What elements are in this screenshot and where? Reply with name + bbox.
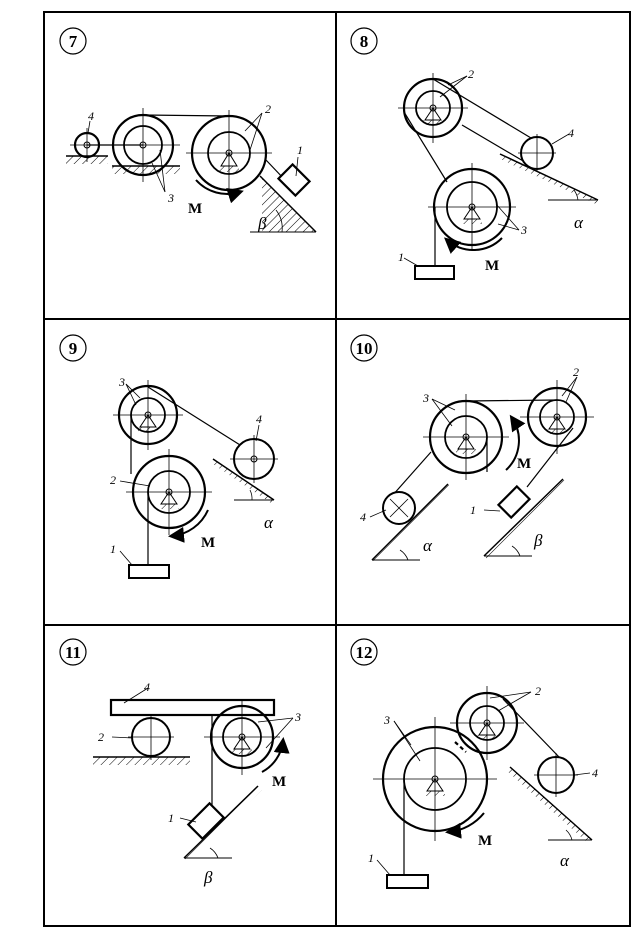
label-1: 1 [168, 811, 174, 825]
panel-7: 7 [59, 27, 317, 233]
label-2: 2 [265, 102, 271, 116]
moment-label: M [272, 774, 286, 790]
label-2: 2 [468, 67, 474, 81]
moment-arrow [168, 509, 209, 543]
label-2: 2 [535, 684, 541, 698]
angle-label: α [264, 513, 274, 532]
label-2: 2 [573, 365, 579, 379]
moment-arrow [195, 179, 244, 204]
moment-arrow [505, 414, 526, 471]
label-4: 4 [144, 680, 150, 694]
panel-number: 12 [356, 643, 373, 662]
block-1 [186, 801, 226, 841]
plank-4 [109, 698, 276, 717]
panel-9: 9 [59, 334, 278, 579]
panel-10: 10 [350, 334, 594, 564]
label-4: 4 [592, 766, 598, 780]
moment-label: M [485, 258, 499, 274]
panel-11: 11 [59, 638, 301, 887]
block-1 [276, 162, 312, 198]
label-3: 3 [167, 191, 174, 205]
panel-number: 9 [69, 339, 78, 358]
angle-label: α [560, 851, 570, 870]
block-1 [128, 564, 170, 579]
grid-frame [43, 11, 631, 927]
panel-number-circle [59, 27, 87, 55]
moment-label: M [201, 535, 215, 551]
angle-label-alpha: α [423, 536, 433, 555]
label-4: 4 [88, 109, 94, 123]
angle-label: β [203, 868, 213, 887]
angle-label-beta: β [533, 531, 543, 550]
label-1: 1 [470, 503, 476, 517]
block-1 [386, 874, 429, 889]
label-4: 4 [568, 126, 574, 140]
label-2: 2 [98, 730, 104, 744]
label-2: 2 [110, 473, 116, 487]
moment-label: M [188, 201, 202, 217]
label-1: 1 [297, 143, 303, 157]
moment-arrow [261, 737, 290, 773]
moment-arrow [443, 237, 503, 254]
angle-label: β [257, 214, 267, 233]
panel-12: 12 [350, 638, 598, 889]
label-1: 1 [398, 250, 404, 264]
panel-number: 10 [356, 339, 373, 358]
angle-label: α [574, 213, 584, 232]
moment-label: M [517, 456, 531, 472]
panel-number: 8 [360, 32, 369, 51]
label-3: 3 [520, 223, 527, 237]
label-1: 1 [368, 851, 374, 865]
label-3: 3 [118, 375, 125, 389]
label-3: 3 [422, 391, 429, 405]
panel-number: 11 [65, 643, 81, 662]
label-3: 3 [294, 710, 301, 724]
panel-8: 8 [350, 27, 599, 280]
moment-arrow [445, 812, 485, 839]
panel-number: 7 [69, 32, 78, 51]
moment-label: M [478, 833, 492, 849]
label-1: 1 [110, 542, 116, 556]
block-1 [496, 484, 532, 520]
label-3: 3 [383, 713, 390, 727]
label-4: 4 [360, 510, 366, 524]
block-1 [414, 265, 455, 280]
label-4: 4 [256, 412, 262, 426]
